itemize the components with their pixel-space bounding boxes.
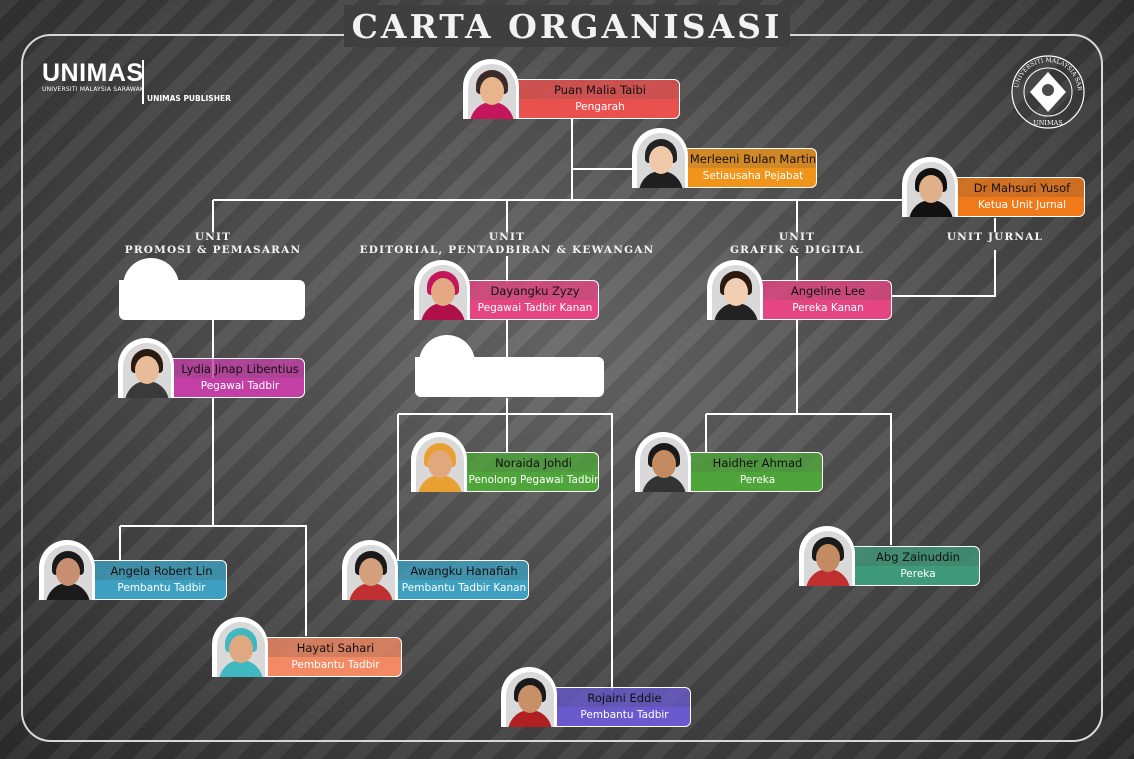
person-name: Merleeni Bulan Martin [689, 152, 817, 166]
person-name: Lydia Jinap Libentius [181, 362, 299, 376]
avatar-icon [804, 531, 852, 586]
unit-label-jurnal: UNIT JURNAL [946, 231, 1044, 243]
person-name: Rojaini Eddie [587, 691, 662, 705]
logo-publisher: UNIMAS PUBLISHER [147, 94, 231, 103]
person-position: Pengarah [575, 101, 625, 113]
person-name: Haidher Ahmad [712, 456, 803, 470]
seal-bottom-text: UNIMAS [1033, 119, 1063, 127]
person-position: Setiausaha Pejabat [702, 170, 804, 182]
person-name: Hayati Sahari [296, 641, 375, 655]
avatar-icon [468, 64, 516, 119]
person-position: Pegawai Tadbir Kanan [477, 302, 593, 314]
avatar-icon [506, 672, 554, 727]
unimas-seal-icon: UNIVERSITI MALAYSIA SARAWAK UNIMAS [1006, 52, 1085, 129]
person-name: Awangku Hanafiah [410, 564, 518, 578]
person-name: Dayangku Zyzy [490, 284, 580, 298]
person-name: Angela Robert Lin [110, 564, 213, 578]
avatar-icon [640, 437, 688, 492]
person-name: Puan Malia Taibi [554, 83, 646, 97]
logo-subtitle: UNIVERSITI MALAYSIA SARAWAK [42, 86, 145, 93]
person-position: Pereka [739, 474, 776, 486]
unimas-logo: UNIMAS UNIVERSITI MALAYSIA SARAWAK UNIMA… [42, 59, 231, 104]
logo-wordmark: UNIMAS [42, 59, 144, 87]
person-position: Pembantu Tadbir [580, 709, 669, 721]
person-position: Penolong Pegawai Tadbir [468, 474, 599, 486]
avatar-icon [44, 545, 92, 600]
person-name: Angeline Lee [790, 284, 866, 298]
person-name: Abg Zainuddin [876, 550, 960, 564]
person-name: Dr Mahsuri Yusof [973, 181, 1071, 195]
avatar-icon [907, 162, 955, 217]
person-name: Noraida Johdi [495, 456, 572, 470]
avatar-icon [347, 545, 395, 600]
title-box: CARTA ORGANISASI [344, 5, 790, 47]
avatar-icon [712, 265, 760, 320]
logo-divider [142, 60, 144, 104]
person-position: Pereka Kanan [792, 302, 864, 314]
person-position: Pembantu Tadbir [291, 659, 380, 671]
connector-promosi-branch [120, 525, 307, 636]
connector-grafik-branch [706, 413, 892, 545]
vacant-position-editorial [415, 335, 604, 397]
chart-title: CARTA ORGANISASI [351, 6, 783, 46]
person-position: Pegawai Tadbir [200, 380, 280, 392]
avatar-icon [637, 133, 685, 188]
avatar-icon [123, 343, 171, 398]
person-position: Pereka [900, 568, 936, 580]
person-position: Pembantu Tadbir Kanan [401, 582, 527, 594]
person-position: Ketua Unit Jurnal [978, 199, 1066, 211]
person-position: Pembantu Tadbir [117, 582, 206, 594]
avatar-icon [419, 265, 467, 320]
avatar-icon [416, 437, 464, 492]
connector-editorial-branch [398, 413, 613, 690]
vacant-position-promosi [119, 258, 305, 320]
connector-jurnal-link [891, 250, 996, 297]
avatar-icon [217, 622, 265, 677]
